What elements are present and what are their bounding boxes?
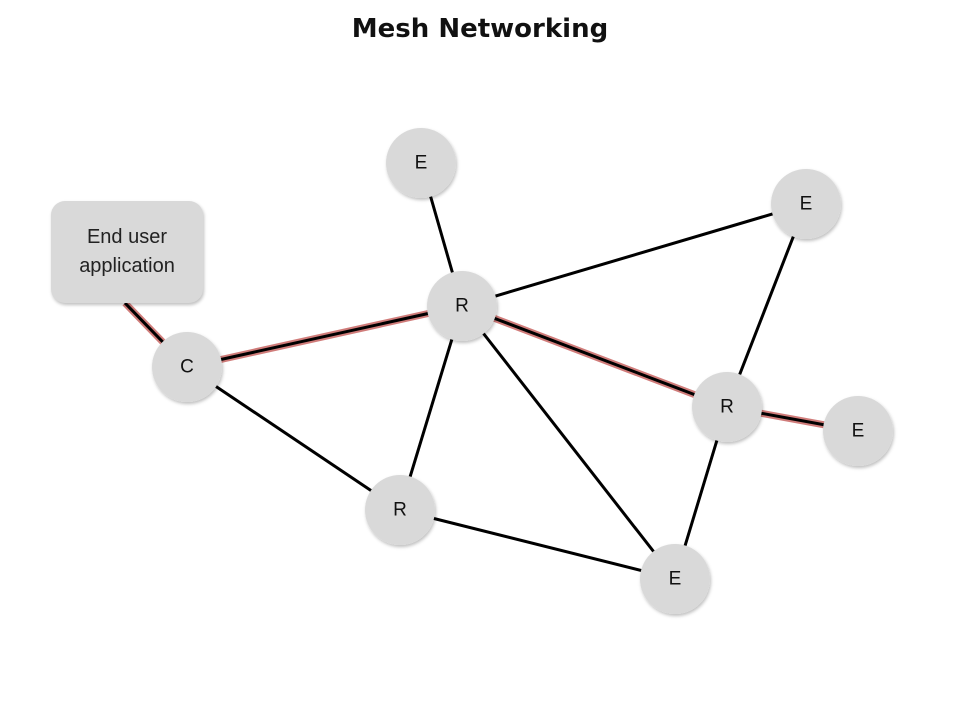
link-c-r1: [186, 304, 463, 369]
node-label: R: [393, 500, 407, 521]
node-label: C: [180, 357, 194, 378]
node-circle: [365, 475, 435, 545]
node-circle: [640, 544, 710, 614]
node-circle: [152, 332, 222, 402]
node-c-coordinator: C: [152, 332, 222, 402]
node-circle: [823, 396, 893, 466]
node-circle: [771, 169, 841, 239]
diagram-title: Mesh Networking: [351, 14, 609, 44]
link-r1-e2: [461, 202, 807, 308]
link-r1-e4: [460, 305, 677, 580]
node-circle: [427, 271, 497, 341]
node-e3-end-device: E: [823, 396, 893, 466]
node-circle: [386, 128, 456, 198]
node-label: R: [455, 296, 469, 317]
link-e2-r2: [725, 203, 808, 408]
app-label-line1: End user: [86, 226, 168, 248]
node-e4-end-device: E: [640, 544, 710, 614]
link-r3-e4: [399, 508, 676, 581]
node-label: R: [720, 397, 734, 418]
app-label-line2: application: [79, 255, 175, 277]
node-e2-end-device: E: [771, 169, 841, 239]
node-label: E: [800, 194, 813, 215]
link-r1-r3: [398, 305, 464, 511]
node-label: E: [415, 153, 428, 174]
node-e1-end-device: E: [386, 128, 456, 198]
link-c-r3: [186, 365, 401, 512]
node-r3-router: R: [365, 475, 435, 545]
node-label: E: [852, 421, 865, 442]
link-r1-r2: [461, 304, 728, 409]
node-label: E: [669, 569, 682, 590]
end-user-application-box: End user application: [51, 201, 203, 303]
node-r1-router: R: [427, 271, 497, 341]
node-r2-router: R: [692, 372, 762, 442]
node-circle: [692, 372, 762, 442]
